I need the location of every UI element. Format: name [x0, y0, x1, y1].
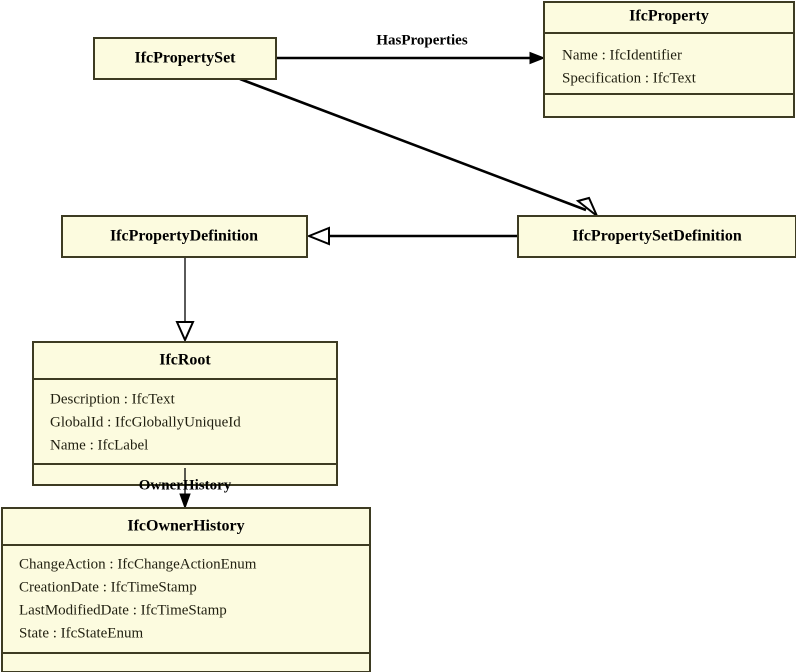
- edge-definition-to-root-arrowhead: [175, 321, 195, 343]
- class-box-ifc-property-definition[interactable]: IfcPropertyDefinition: [61, 215, 308, 258]
- class-attribute: State : IfcStateEnum: [19, 625, 143, 641]
- class-name-ifc-property-set-definition: IfcPropertySetDefinition: [572, 228, 742, 245]
- class-attribute: Specification : IfcText: [562, 70, 697, 86]
- class-box-ifc-property-set-definition[interactable]: IfcPropertySetDefinition: [517, 215, 796, 258]
- class-attribute: Description : IfcText: [50, 391, 176, 407]
- class-name-ifc-property: IfcProperty: [629, 8, 709, 25]
- class-box-ifc-root-rect: [32, 341, 338, 486]
- class-attribute: CreationDate : IfcTimeStamp: [19, 579, 197, 595]
- edge-set-to-setdefinition-line: [239, 77, 587, 212]
- class-box-ifc-owner-history-rect: [1, 507, 371, 672]
- edge-setdefinition-to-definition: [306, 226, 518, 246]
- class-attribute: Name : IfcIdentifier: [562, 47, 682, 63]
- class-box-ifc-property-set-rect: [93, 37, 277, 80]
- class-box-ifc-property-rect: [543, 1, 795, 118]
- class-attribute: GlobalId : IfcGloballyUniqueId: [50, 414, 241, 430]
- class-name-ifc-owner-history: IfcOwnerHistory: [127, 518, 244, 535]
- class-box-ifc-property-definition-rect: [61, 215, 308, 258]
- class-attribute: Name : IfcLabel: [50, 437, 148, 453]
- class-box-ifc-owner-history[interactable]: IfcOwnerHistory ChangeAction : IfcChange…: [1, 507, 371, 672]
- class-box-ifc-property-set-definition-rect: [517, 215, 796, 258]
- edge-owner-history: OwnerHistory: [139, 468, 232, 510]
- class-attribute: LastModifiedDate : IfcTimeStamp: [19, 602, 227, 618]
- edge-set-to-setdefinition: [239, 77, 598, 217]
- edge-setdefinition-to-definition-arrowhead: [306, 226, 330, 246]
- class-box-ifc-property-set[interactable]: IfcPropertySet: [93, 37, 277, 80]
- edge-has-properties: HasProperties: [276, 32, 546, 65]
- edge-set-to-setdefinition-arrowhead: [575, 196, 598, 217]
- class-name-ifc-property-definition: IfcPropertyDefinition: [110, 228, 258, 245]
- class-box-ifc-property[interactable]: IfcProperty Name : IfcIdentifier Specifi…: [543, 1, 795, 118]
- class-name-ifc-root: IfcRoot: [159, 352, 211, 369]
- edge-owner-history-label: OwnerHistory: [139, 477, 232, 493]
- edge-has-properties-arrowhead: [529, 51, 546, 65]
- class-name-ifc-property-set: IfcPropertySet: [135, 50, 237, 67]
- edge-has-properties-label: HasProperties: [376, 32, 468, 48]
- edge-owner-history-arrowhead: [179, 493, 191, 510]
- class-attribute: ChangeAction : IfcChangeActionEnum: [19, 556, 257, 572]
- class-box-ifc-root[interactable]: IfcRoot Description : IfcText GlobalId :…: [32, 341, 338, 486]
- edge-definition-to-root: [175, 257, 195, 343]
